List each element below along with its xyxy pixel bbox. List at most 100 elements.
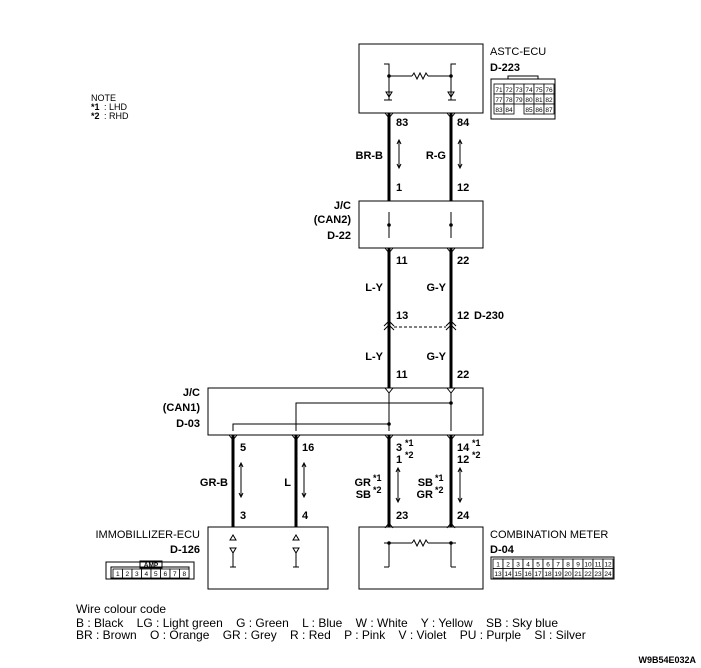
pin-label: 4 xyxy=(302,510,309,522)
pin-footnote: *2 xyxy=(472,450,481,460)
wire-footnote: *1 xyxy=(373,473,382,483)
bidirectional-arrow-icon xyxy=(457,466,463,504)
pin-label: 1 xyxy=(396,454,402,466)
astc-ecu: ASTC-ECU D-223 xyxy=(358,43,546,114)
wire-colour: L-Y xyxy=(365,282,383,294)
connector-pin-number: 20 xyxy=(564,571,572,578)
bidirectional-arrow-icon xyxy=(238,461,244,499)
immobilizer-ecu-box xyxy=(207,526,329,590)
jc-can1-line1: J/C xyxy=(183,387,200,399)
wire-footnote: *2 xyxy=(435,485,444,495)
connector-pin-number: 74 xyxy=(525,87,533,94)
astc-ecu-id: D-223 xyxy=(490,62,520,74)
immobilizer-ecu-name: IMMOBILLIZER-ECU xyxy=(95,529,200,541)
resistor-icon xyxy=(411,538,429,548)
connector-pin-number: 79 xyxy=(515,97,523,104)
connector-pin-number: 5 xyxy=(536,561,540,568)
jc-can2-line1: J/C xyxy=(334,200,351,212)
pin-label: 84 xyxy=(457,117,470,129)
connector-pin-number: 24 xyxy=(604,571,612,578)
pin-label: 22 xyxy=(457,255,469,267)
connector-pin-number: 10 xyxy=(584,561,592,568)
connector-pin-cell xyxy=(503,103,515,115)
astc-connector-face xyxy=(490,75,556,120)
connector-pin-number: 14 xyxy=(504,571,512,578)
connector-pin-number: 77 xyxy=(495,97,503,104)
connector-pin-number: 7 xyxy=(173,571,177,578)
connector-pin-number: 2 xyxy=(506,561,510,568)
pin-label: 16 xyxy=(302,442,314,454)
joint-connector-id: D-230 xyxy=(474,310,504,322)
wire-colour: SB xyxy=(356,489,371,501)
connector-pin-number: 3 xyxy=(516,561,520,568)
astc-ecu-name: ASTC-ECU xyxy=(490,46,546,58)
connector-mark xyxy=(384,247,456,254)
connector-mark xyxy=(384,522,456,529)
wire-colour: G-Y xyxy=(426,282,446,294)
wire-colour: SB xyxy=(418,477,433,489)
pin-footnote: *1 xyxy=(472,438,481,448)
connector-pin-number: 2 xyxy=(125,571,129,578)
note-title: NOTE xyxy=(91,93,116,103)
note-text-1: : LHD xyxy=(104,102,128,112)
joint-connector-mark xyxy=(383,320,395,331)
connector-pin-number: 21 xyxy=(574,571,582,578)
combination-meter-name: COMBINATION METER xyxy=(490,529,608,541)
connector-pin-cell xyxy=(543,103,555,115)
connector-pin-number: 1 xyxy=(116,571,120,578)
legend-line-1: B : Black LG : Light green G : Green L :… xyxy=(76,616,558,630)
jc-can1: J/C (CAN1) D-03 xyxy=(163,387,484,436)
note-mark-1: *1 xyxy=(91,102,100,112)
connector-pin-number: 84 xyxy=(505,107,513,114)
connector-pin-number: 23 xyxy=(594,571,602,578)
terminal-icon xyxy=(292,547,300,554)
connector-pin-number: 11 xyxy=(595,561,602,568)
connector-pin-number: 16 xyxy=(524,571,532,578)
connector-pin-number: 81 xyxy=(535,97,543,104)
connector-pin-number: 87 xyxy=(545,107,553,114)
pin-footnote: *1 xyxy=(405,438,414,448)
connector-pin-number: 17 xyxy=(534,571,542,578)
wire-colour: R-G xyxy=(426,150,446,162)
connector-pin-number: 7 xyxy=(556,561,560,568)
connector-pin-number: 71 xyxy=(495,87,503,94)
jc-can1-box xyxy=(207,387,484,436)
connector-pin-number: 13 xyxy=(494,571,502,578)
wire-colour: GR-B xyxy=(200,477,228,489)
astc-ecu-box xyxy=(358,43,484,114)
figure-code: W9B54E032A xyxy=(638,655,696,665)
pin-numbers: 83 84 1 12 11 22 13 12 D-230 11 22 5 16 … xyxy=(240,117,504,522)
connector-pin-number: 6 xyxy=(163,571,167,578)
combination-meter: COMBINATION METER D-04 xyxy=(358,526,608,590)
signal-arrows xyxy=(238,138,463,504)
joint-connector-mark xyxy=(445,320,457,331)
connector-pin-cell xyxy=(179,568,190,579)
connector-pin-number: 86 xyxy=(535,107,543,114)
pin-label: 13 xyxy=(396,310,408,322)
pin-label: 3 xyxy=(240,510,246,522)
connector-pin-number: 76 xyxy=(545,87,553,94)
connector-pin-number: 5 xyxy=(154,571,158,578)
wire-colour-legend: Wire colour code B : Black LG : Light gr… xyxy=(76,602,586,642)
connector-pin-number: 19 xyxy=(554,571,562,578)
wire-colour: GR xyxy=(355,477,372,489)
jc-can2-box xyxy=(358,200,484,249)
connector-pin-number: 18 xyxy=(544,571,552,578)
connector-pin-number: 85 xyxy=(525,107,533,114)
bidirectional-arrow-icon xyxy=(301,461,307,499)
bidirectional-arrow-icon xyxy=(396,138,402,170)
connector-pin-number: 73 xyxy=(515,87,523,94)
pin-label: 23 xyxy=(396,510,408,522)
pin-label: 12 xyxy=(457,182,469,194)
connector-pin-number: 3 xyxy=(135,571,139,578)
pin-label: 14 xyxy=(457,442,470,454)
terminal-icon xyxy=(229,534,237,541)
connector-pin-number: 6 xyxy=(546,561,550,568)
jc-can2: J/C (CAN2) D-22 xyxy=(314,200,484,249)
note-text-2: : RHD xyxy=(104,111,129,121)
pin-label: 83 xyxy=(396,117,408,129)
